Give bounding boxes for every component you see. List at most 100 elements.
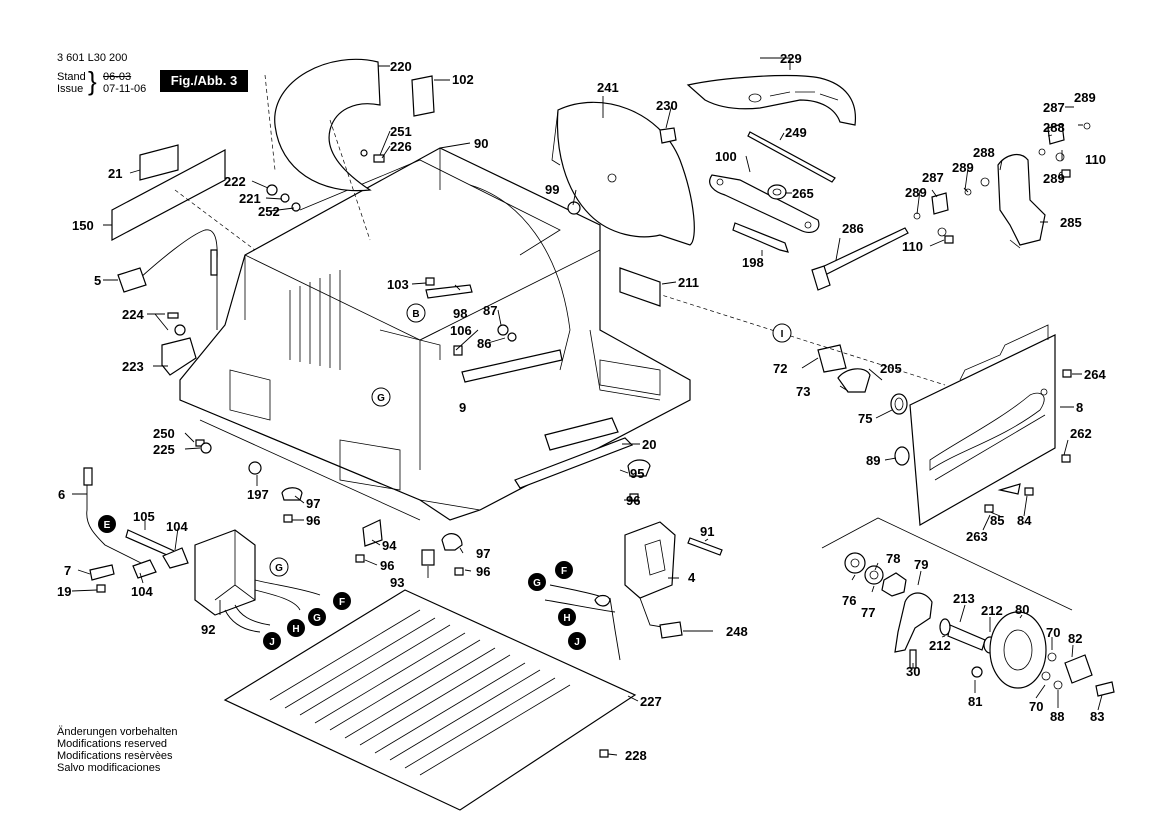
callout-84: 84 (1017, 513, 1032, 528)
callout-287: 287 (922, 170, 944, 185)
marker-f: F (333, 592, 351, 610)
callout-110: 110 (1085, 152, 1106, 167)
svg-text:E: E (104, 520, 111, 531)
svg-text:F: F (561, 566, 567, 577)
callout-289: 289 (1043, 171, 1065, 186)
issue-date: 07-11-06 (103, 83, 147, 95)
callout-287: 287 (1043, 100, 1065, 115)
callout-87: 87 (483, 303, 497, 318)
callout-104: 104 (166, 519, 188, 534)
callout-226: 226 (390, 139, 412, 154)
callout-104: 104 (131, 584, 153, 599)
saw-blade (264, 58, 381, 241)
switch-box (544, 521, 723, 661)
callout-286: 286 (842, 221, 864, 236)
callout-6: 6 (58, 487, 65, 502)
handle-285 (997, 153, 1046, 249)
callout-220: 220 (390, 59, 412, 74)
callout-20: 20 (642, 437, 656, 452)
callout-4: 4 (688, 570, 696, 585)
callout-86: 86 (477, 336, 491, 351)
callout-213: 213 (953, 591, 975, 606)
knob-230 (659, 127, 677, 144)
callout-96: 96 (380, 558, 394, 573)
callout-21: 21 (108, 166, 122, 181)
callout-228: 228 (625, 748, 647, 763)
callout-85: 85 (990, 513, 1004, 528)
callout-30: 30 (906, 664, 920, 679)
fasteners (96, 75, 1072, 758)
callout-222: 222 (224, 174, 246, 189)
connection-markers: B G I E G F G H J F G H J (98, 303, 792, 650)
callout-100: 100 (715, 149, 737, 164)
callout-289: 289 (905, 185, 927, 200)
blade-guard (551, 101, 695, 246)
marker-i: I (772, 323, 792, 343)
label-plates (111, 144, 256, 251)
callout-225: 225 (153, 442, 175, 457)
clamp-73 (837, 368, 871, 393)
spring-75 (890, 393, 908, 415)
svg-text:F: F (339, 597, 345, 608)
date-brace: } (88, 66, 97, 96)
callout-110: 110 (902, 239, 923, 254)
svg-text:H: H (292, 624, 299, 635)
svg-text:G: G (533, 578, 541, 589)
callout-76: 76 (842, 593, 856, 608)
link-plate (709, 174, 820, 233)
marker-e: E (98, 515, 116, 533)
callout-88: 88 (1050, 709, 1064, 724)
callout-224: 224 (122, 307, 144, 322)
handwheel-assembly (821, 517, 1115, 697)
callout-96: 96 (626, 493, 640, 508)
callout-78: 78 (886, 551, 900, 566)
callout-77: 77 (861, 605, 875, 620)
callout-103: 103 (387, 277, 409, 292)
callout-223: 223 (122, 359, 144, 374)
callout-289: 289 (1074, 90, 1096, 105)
marker-f: F (555, 561, 573, 579)
callout-212: 212 (929, 638, 951, 653)
callout-19: 19 (57, 584, 71, 599)
callout-289: 289 (952, 160, 974, 175)
figure-label: Fig./Abb. 3 (160, 70, 248, 92)
svg-text:B: B (412, 309, 419, 320)
callout-96: 96 (306, 513, 320, 528)
callout-288: 288 (973, 145, 995, 160)
callout-249: 249 (785, 125, 807, 140)
callout-102: 102 (452, 72, 474, 87)
callout-106: 106 (450, 323, 472, 338)
marker-b: B (406, 303, 426, 323)
callout-5: 5 (94, 273, 101, 288)
callout-105: 105 (133, 509, 155, 524)
callout-248: 248 (726, 624, 748, 639)
callout-89: 89 (866, 453, 880, 468)
callout-230: 230 (656, 98, 678, 113)
side-plate (909, 324, 1056, 526)
callout-81: 81 (968, 694, 982, 709)
footer-notes: Änderungen vorbehalten Modifications res… (57, 726, 177, 774)
marker-j: J (263, 632, 281, 650)
callout-212: 212 (981, 603, 1003, 618)
callout-263: 263 (966, 529, 988, 544)
marker-h: H (558, 608, 576, 626)
callout-99: 99 (545, 182, 559, 197)
callout-93: 93 (390, 575, 404, 590)
callout-94: 94 (382, 538, 397, 553)
callout-9: 9 (459, 400, 466, 415)
issue-label: Issue (57, 83, 84, 95)
drawing-part-number: 3 601 L30 200 (57, 52, 128, 64)
svg-text:H: H (563, 613, 570, 624)
lever-286 (811, 227, 909, 291)
junction-box (194, 529, 321, 633)
leader-lines (71, 57, 1103, 756)
clip-287b (931, 192, 949, 215)
callout-73: 73 (796, 384, 810, 399)
callout-264: 264 (1084, 367, 1106, 382)
power-cord (117, 229, 218, 330)
callout-70: 70 (1029, 699, 1043, 714)
svg-text:G: G (313, 613, 321, 624)
svg-text:G: G (275, 563, 283, 574)
footer-line: Modifications resèrvèes (57, 750, 173, 762)
